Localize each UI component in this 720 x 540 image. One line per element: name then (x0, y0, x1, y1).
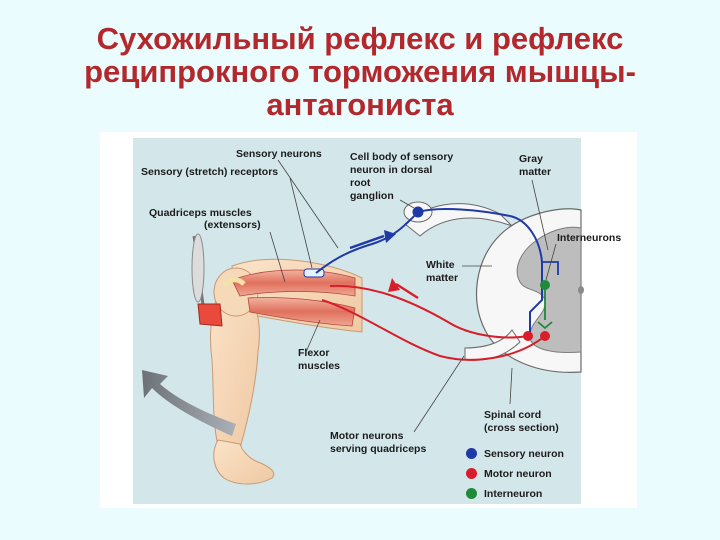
hammer-blade (192, 234, 204, 302)
legend-label-motor: Motor neuron (484, 468, 552, 480)
leader-receptors (290, 178, 312, 268)
label-sensory-neurons: Sensory neurons (236, 148, 322, 160)
interneuron-cell-body (540, 280, 550, 290)
label-white-1: White (426, 259, 455, 271)
label-spinal-2: (cross section) (484, 422, 559, 434)
foot (214, 440, 274, 484)
leader-motor (414, 356, 464, 432)
legend-label-sensory: Sensory neuron (484, 448, 564, 460)
leader-spinal (510, 368, 512, 404)
label-quadriceps-1: Quadriceps muscles (149, 207, 252, 219)
label-flexor-1: Flexor (298, 347, 330, 359)
label-cell-body-4: ganglion (350, 190, 394, 202)
legend-dot-sensory (466, 448, 477, 459)
motor-cell-body-1 (523, 331, 533, 341)
sensory-cell-body (413, 207, 424, 218)
label-sensory-receptors: Sensory (stretch) receptors (141, 166, 278, 178)
label-interneurons: Interneurons (557, 232, 621, 244)
efferent-arrow (396, 284, 418, 298)
label-gray-2: matter (519, 166, 551, 178)
hammer-head (198, 304, 222, 326)
label-cell-body-2: neuron in dorsal (350, 164, 432, 176)
legend-dot-interneuron (466, 488, 477, 499)
legend-label-interneuron: Interneuron (484, 488, 542, 500)
label-motor-2: serving quadriceps (330, 443, 426, 455)
label-quadriceps-2: (extensors) (204, 219, 261, 231)
spinal-canal (578, 286, 584, 294)
motor-cell-body-2 (540, 331, 550, 341)
label-spinal-1: Spinal cord (484, 409, 541, 421)
afferent-arrowhead (384, 230, 396, 243)
spinal-cord (404, 202, 584, 372)
label-gray-1: Gray (519, 153, 543, 165)
legend-dot-motor (466, 468, 477, 479)
label-motor-1: Motor neurons (330, 430, 404, 442)
label-white-2: matter (426, 272, 458, 284)
label-cell-body-1: Cell body of sensory (350, 151, 453, 163)
label-cell-body-3: root (350, 177, 370, 189)
leader-sensory-neurons (278, 160, 338, 248)
label-flexor-2: muscles (298, 360, 340, 372)
